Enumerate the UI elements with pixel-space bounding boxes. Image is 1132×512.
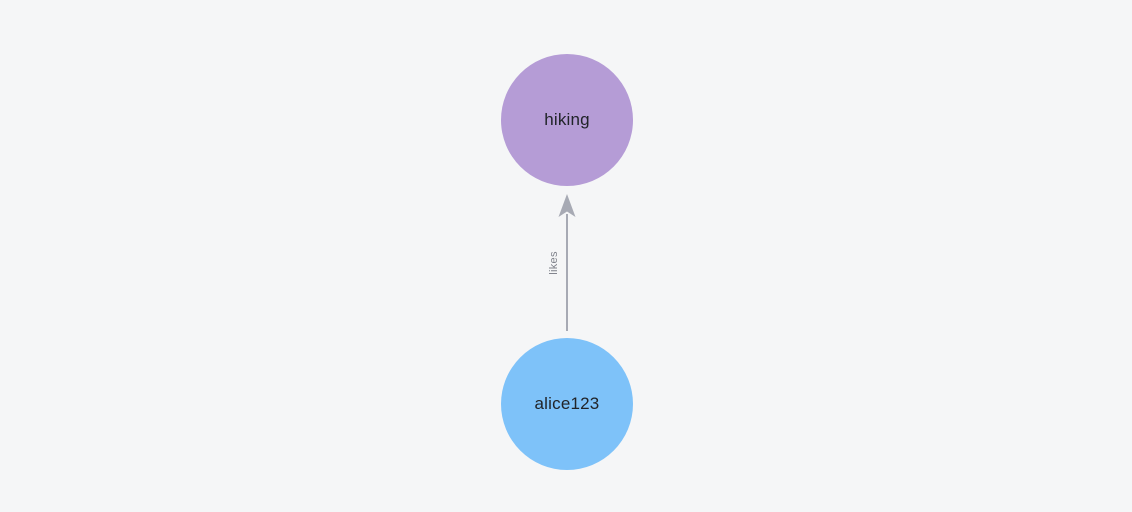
node-label-hiking: hiking [544, 110, 590, 129]
node-label-alice123: alice123 [534, 394, 600, 413]
node-hiking[interactable]: hiking [501, 54, 633, 186]
edge-label-likes: likes [548, 251, 560, 275]
edge-arrowhead-icon [558, 194, 576, 217]
node-alice123[interactable]: alice123 [501, 338, 633, 470]
